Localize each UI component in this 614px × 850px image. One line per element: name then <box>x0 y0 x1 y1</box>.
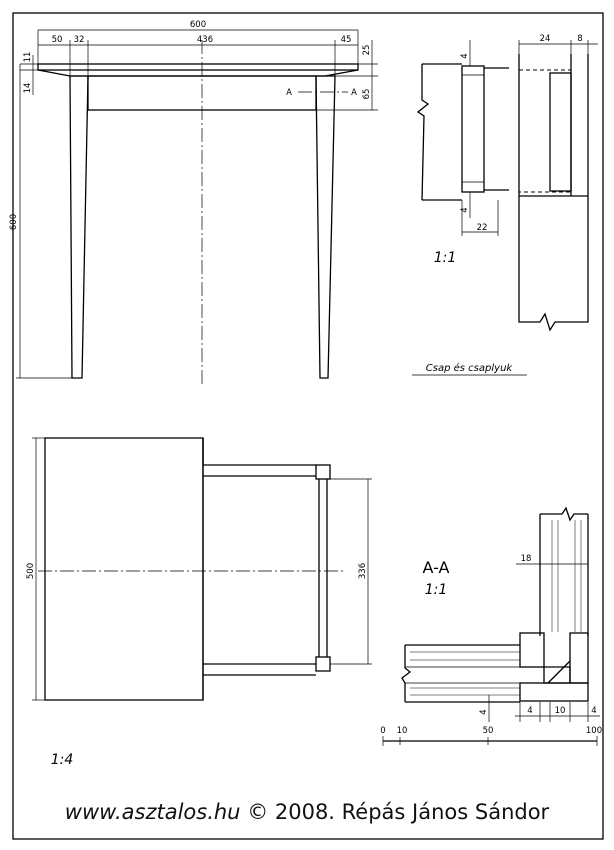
hatch-block-lower <box>519 682 589 702</box>
footer-copyright: © 2008. Répás János Sándor <box>247 800 550 824</box>
section-scale: 1:1 <box>425 582 448 598</box>
dim-w3: 436 <box>197 35 213 45</box>
dim-s4: 4 <box>479 709 489 714</box>
scale-bar: 0 10 50 100 <box>380 726 602 746</box>
dim-h-top1: 11 <box>23 52 33 63</box>
hatch-block-upper-left <box>519 632 545 668</box>
detail-joint: 4 4 22 24 8 1:1 Csap és csaplyuk <box>412 34 598 376</box>
top-board-underside <box>37 69 359 77</box>
section-title: A-A <box>423 558 450 577</box>
dim-w4: 45 <box>341 35 352 45</box>
joint-miter <box>543 666 571 684</box>
right-leg <box>315 75 336 379</box>
dim-w1: 50 <box>52 35 63 45</box>
detail-scale: 1:1 <box>434 250 457 266</box>
table-top <box>37 63 359 71</box>
top-view: 500 336 1:4 <box>26 437 372 768</box>
dim-b4a: 4 <box>527 706 532 716</box>
dim-w2: 32 <box>74 35 85 45</box>
left-leg <box>69 75 89 379</box>
front-view: 600 50 32 436 45 11 14 600 25 65 A A <box>9 20 378 385</box>
section-leg-break <box>540 506 588 522</box>
detail-tenon <box>461 65 485 193</box>
leg-top-view-lower <box>315 656 331 672</box>
detail-mortise-inner <box>549 72 572 192</box>
dim-d4-bottom: 4 <box>460 207 470 212</box>
section-rail-break <box>401 645 412 702</box>
detail-leg <box>518 54 589 332</box>
scale-label-0: 0 <box>380 726 385 736</box>
dim-inner: 336 <box>358 563 368 579</box>
drawing-frame <box>12 12 604 840</box>
section-marker-left: A <box>286 88 292 98</box>
scale-label-50: 50 <box>483 726 494 736</box>
scale-label-10: 10 <box>397 726 408 736</box>
leg-top-view-upper <box>315 464 331 480</box>
dim-d4-top: 4 <box>460 53 470 58</box>
top-view-scale: 1:4 <box>51 752 74 768</box>
dim-b4b: 4 <box>591 706 596 716</box>
dim-height: 600 <box>9 214 19 230</box>
dim-r1: 25 <box>362 45 372 56</box>
dim-d18: 18 <box>521 554 532 564</box>
scale-label-100: 100 <box>586 726 602 736</box>
footer-website[interactable]: www.asztalos.hu <box>64 800 241 824</box>
footer: www.asztalos.hu © 2008. Répás János Sánd… <box>0 800 614 824</box>
section-view: A-A 1:1 18 4 10 <box>401 506 600 722</box>
dim-r2: 65 <box>362 89 372 100</box>
dim-d24: 24 <box>540 34 551 44</box>
detail-rail-break <box>416 64 430 201</box>
hatch-block-upper-right <box>569 632 589 684</box>
detail-caption: Csap és csaplyuk <box>426 362 514 374</box>
detail-mortise <box>518 69 572 193</box>
dim-b10: 10 <box>555 706 566 716</box>
dim-d8: 8 <box>577 34 582 44</box>
section-marker-right: A <box>351 88 357 98</box>
dim-h-top2: 14 <box>23 83 33 94</box>
dim-d22: 22 <box>477 223 488 233</box>
dim-depth: 500 <box>26 563 36 579</box>
tabletop-plan <box>44 437 204 701</box>
dim-total-width: 600 <box>190 20 206 30</box>
